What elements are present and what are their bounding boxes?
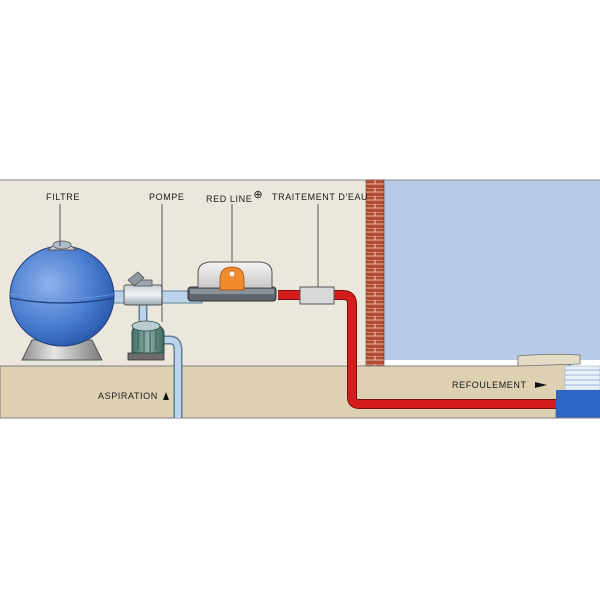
label-pompe: POMPE: [149, 192, 185, 202]
aspiration-text: ASPIRATION: [98, 391, 158, 401]
pump: [127, 320, 165, 361]
pool-coping: [517, 353, 581, 367]
refoulement-text: REFOULEMENT: [452, 380, 527, 390]
label-refoulement: REFOULEMENT: [452, 380, 547, 390]
brick-wall: [365, 179, 385, 367]
traitement-box: [299, 286, 335, 305]
label-traitement: TRAITEMENT D'EAU: [272, 192, 369, 202]
label-filtre: FILTRE: [46, 192, 80, 202]
pool-water: [384, 180, 600, 360]
red-line-text: RED LINE: [206, 194, 253, 204]
red-line-plus-icon: ⊕: [253, 189, 264, 201]
red-line-heater: [187, 261, 277, 302]
label-red-line: RED LINE⊕: [206, 189, 264, 205]
pool-deep-water: [556, 390, 600, 418]
filter-tank: [9, 240, 115, 361]
arrow-up-icon: [162, 392, 169, 400]
multiport-valve: [123, 271, 163, 306]
arrow-right-icon: [534, 382, 547, 388]
label-aspiration: ASPIRATION: [98, 391, 169, 401]
